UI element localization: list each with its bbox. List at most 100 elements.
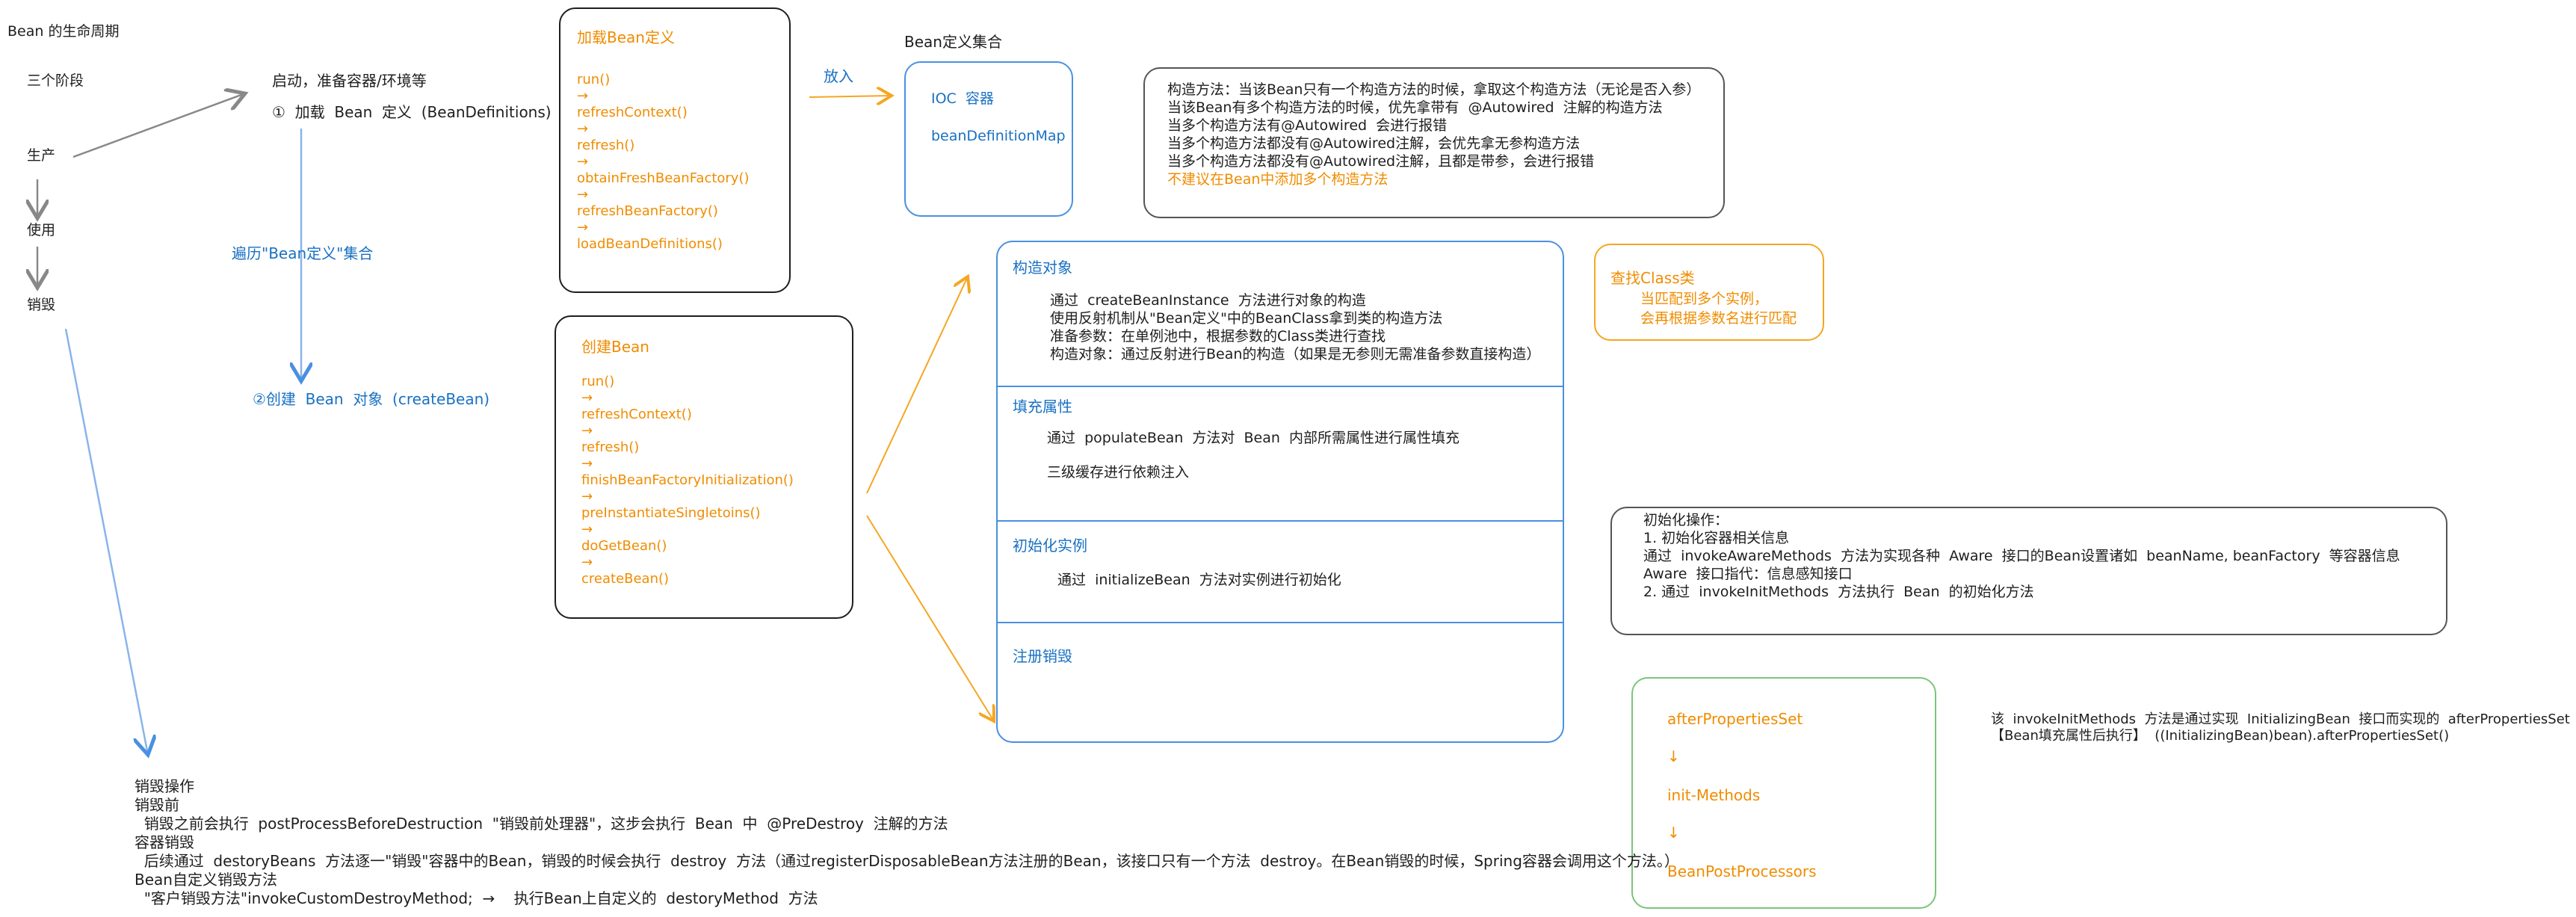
initialization-note-box: 初始化操作： 1. 初始化容器相关信息 通过 invokeAwareMethod… [1610, 507, 2447, 635]
call-chain-item: refreshContext() [577, 105, 688, 120]
phase-line: 通过 createBeanInstance 方法进行对象的构造 [1050, 292, 1366, 309]
produce-to-startup-arrow [72, 93, 245, 158]
note-line: 当该Bean有多个构造方法的时候，优先拿带有 @Autowired 注解的构造方… [1167, 99, 1663, 116]
bean-definition-set-label: Bean定义集合 [904, 33, 1002, 51]
constructor-note-lines: 构造方法：当该Bean只有一个构造方法的时候，拿取这个构造方法（无论是否入参） … [1167, 81, 1700, 188]
phase-line: 使用反射机制从"Bean定义"中的BeanClass拿到类的构造方法 [1050, 310, 1443, 327]
call-chain-item: run() [577, 72, 611, 87]
construct-phase-title: 构造对象 [1013, 259, 1072, 277]
call-chain-item: run() [581, 374, 615, 389]
load-box-title: 加载Bean定义 [577, 28, 675, 46]
find-class-title: 查找Class类 [1610, 269, 1695, 287]
constructor-warning: 不建议在Bean中添加多个构造方法 [1167, 171, 1389, 188]
init-order-arrow: ↓ [1667, 747, 1680, 765]
init-methods-item: init-Methods [1667, 786, 1761, 804]
note-line: 2. 通过 invokeInitMethods 方法执行 Bean 的初始化方法 [1643, 584, 2034, 600]
after-properties-set-item: afterPropertiesSet [1667, 710, 1803, 728]
call-chain-item: → [577, 220, 589, 235]
create-bean-box: 创建Bean run() → refreshContext() → refres… [555, 315, 853, 619]
populate-phase-title: 填充属性 [1013, 398, 1072, 416]
note-line: 当多个构造方法都没有@Autowired注解，且都是带参，会进行报错 [1167, 153, 1595, 170]
call-chain-item: → [577, 121, 589, 137]
destroy-operations-note: 销毁操作 销毁前 销毁之前会执行 postProcessBeforeDestru… [135, 777, 1679, 908]
ioc-container-label: IOC 容器 [931, 90, 994, 107]
create-box-title: 创建Bean [581, 338, 649, 356]
note-line: 销毁之前会执行 postProcessBeforeDestruction "销毁… [135, 815, 948, 833]
note-line: 后续通过 destoryBeans 方法逐一"销毁"容器中的Bean，销毁的时候… [135, 852, 1679, 870]
note-line: "客户销毁方法"invokeCustomDestroyMethod; → 执行B… [135, 889, 818, 907]
call-chain-item: → [581, 456, 593, 472]
call-chain-item: obtainFreshBeanFactory() [577, 170, 750, 186]
call-chain-item: → [577, 187, 589, 203]
note-line: 容器销毁 [135, 833, 194, 851]
bean-post-processors-item: BeanPostProcessors [1667, 862, 1817, 880]
note-line: 构造方法：当该Bean只有一个构造方法的时候，拿取这个构造方法（无论是否入参） [1167, 81, 1701, 98]
note-line: 初始化操作： [1643, 512, 1729, 528]
create-box-call-chain: run() → refreshContext() → refresh() → f… [581, 374, 794, 587]
note-line: Aware 接口指代：信息感知接口 [1643, 566, 1853, 582]
produce-label: 生产 [27, 147, 56, 164]
find-class-line1: 当匹配到多个实例， [1640, 291, 1769, 307]
constructor-note-box: 构造方法：当该Bean只有一个构造方法的时候，拿取这个构造方法（无论是否入参） … [1143, 67, 1725, 218]
create-bean-step: ②创建 Bean 对象 (createBean) [253, 390, 490, 408]
init-order-arrow: ↓ [1667, 824, 1680, 842]
call-chain-item: → [581, 522, 593, 537]
note-line: 通过 invokeAwareMethods 方法为实现各种 Aware 接口的B… [1643, 548, 2400, 564]
call-chain-item: preInstantiateSingletoins() [581, 505, 761, 521]
call-chain-item: → [581, 390, 593, 406]
phase-line: 构造对象：通过反射进行Bean的构造（如果是无参则无需准备参数直接构造） [1050, 346, 1541, 362]
ioc-container-box: IOC 容器 beanDefinitionMap [904, 61, 1073, 217]
create-to-construct-arrow [866, 277, 968, 494]
startup-line2: ① 加载 Bean 定义 (BeanDefinitions) [272, 103, 552, 121]
call-chain-item: doGetBean() [581, 538, 667, 554]
call-chain-item: → [577, 88, 589, 104]
call-chain-item: refresh() [577, 138, 635, 153]
call-chain-item: → [581, 489, 593, 504]
call-chain-item: → [581, 555, 593, 570]
note-line: 1. 初始化容器相关信息 [1643, 530, 1790, 546]
phase-divider [998, 520, 1563, 522]
init-phase-title: 初始化实例 [1013, 537, 1087, 555]
call-chain-item: → [577, 154, 589, 170]
call-chain-item: createBean() [581, 571, 670, 587]
find-class-box: 查找Class类 当匹配到多个实例， 会再根据参数名进行匹配 [1594, 244, 1824, 341]
put-in-arrow [809, 96, 892, 97]
three-stages-label: 三个阶段 [27, 72, 84, 89]
call-chain-item: → [581, 423, 593, 439]
init-phase-line: 通过 initializeBean 方法对实例进行初始化 [1057, 572, 1341, 588]
call-chain-item: refresh() [581, 439, 640, 455]
invoke-init-note-line2: 【Bean填充属性后执行】 ((InitializingBean)bean).a… [1991, 728, 2450, 744]
init-order-box: afterPropertiesSet ↓ init-Methods ↓ Bean… [1631, 677, 1936, 909]
bean-definition-map-label: beanDefinitionMap [931, 128, 1066, 144]
phase-divider [998, 622, 1563, 623]
note-line: 销毁操作 [135, 777, 194, 795]
load-bean-definitions-box: 加载Bean定义 run() → refreshContext() → refr… [559, 7, 791, 293]
note-line: 销毁前 [135, 796, 179, 814]
destroy-register-title: 注册销毁 [1013, 647, 1072, 665]
traverse-label: 遍历"Bean定义"集合 [232, 244, 374, 262]
use-label: 使用 [27, 222, 56, 238]
phase-divider [998, 386, 1563, 387]
invoke-init-note-line1: 该 invokeInitMethods 方法是通过实现 Initializing… [1991, 711, 2576, 727]
populate-phase-line2: 三级缓存进行依赖注入 [1047, 464, 1190, 481]
note-line: Bean自定义销毁方法 [135, 871, 277, 889]
populate-phase-line1: 通过 populateBean 方法对 Bean 内部所需属性进行属性填充 [1047, 430, 1460, 446]
lifecycle-title: Bean 的生命周期 [7, 23, 120, 40]
construct-phase-lines: 通过 createBeanInstance 方法进行对象的构造 使用反射机制从"… [1050, 291, 1540, 363]
call-chain-item: refreshContext() [581, 407, 692, 422]
call-chain-item: finishBeanFactoryInitialization() [581, 472, 794, 488]
destroy-to-note-arrow [64, 328, 148, 755]
put-in-label: 放入 [824, 67, 853, 85]
bean-creation-phases-box: 构造对象 通过 createBeanInstance 方法进行对象的构造 使用反… [996, 241, 1564, 743]
call-chain-item: loadBeanDefinitions() [577, 236, 723, 252]
startup-line1: 启动，准备容器/环境等 [272, 72, 427, 90]
initialization-note-lines: 初始化操作： 1. 初始化容器相关信息 通过 invokeAwareMethod… [1643, 511, 2400, 601]
phase-line: 准备参数：在单例池中，根据参数的Class类进行查找 [1050, 328, 1386, 345]
note-line: 当多个构造方法有@Autowired 会进行报错 [1167, 117, 1448, 134]
find-class-line2: 会再根据参数名进行匹配 [1640, 310, 1797, 327]
create-to-destroy-reg-arrow [866, 515, 994, 721]
load-box-call-chain: run() → refreshContext() → refresh() → o… [577, 72, 750, 253]
note-line: 当多个构造方法都没有@Autowired注解，会优先拿无参构造方法 [1167, 135, 1581, 152]
destroy-label: 销毁 [27, 297, 56, 313]
